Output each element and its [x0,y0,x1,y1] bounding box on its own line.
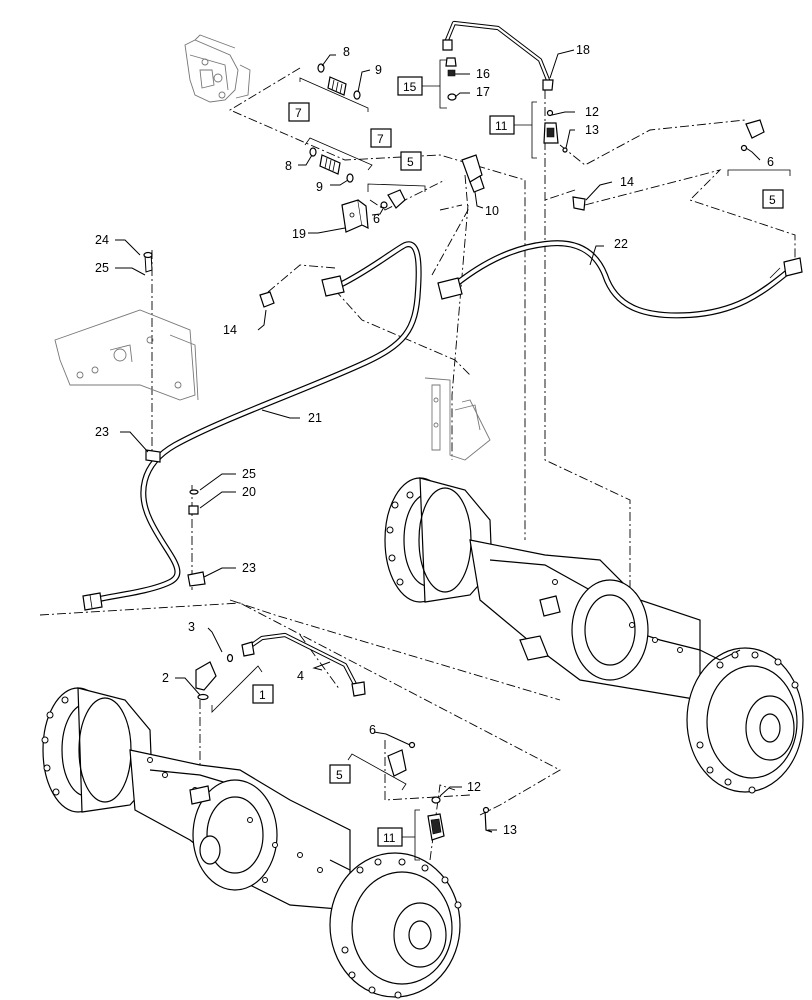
mounting-plate [54,309,199,401]
brake-valve-block [184,34,251,103]
callout-14-left: 14 [223,323,237,337]
brake-tube-18 [442,20,554,91]
callout-8-top: 8 [343,45,350,59]
callout-2: 2 [162,671,169,685]
front-fittings-5-6 [347,741,416,791]
callout-10: 10 [485,204,499,218]
callout-23-upper: 23 [95,425,109,439]
box-11-front: 11 [383,831,396,845]
boxed-callouts: 7 7 5 15 11 5 1 5 11 [252,76,784,847]
callout-14-right: 14 [620,175,634,189]
center-support-bracket [424,377,491,461]
callout-25-top: 25 [95,261,109,275]
clip-23-upper [145,449,161,463]
callout-23-lower: 23 [242,561,256,575]
callout-9-top: 9 [375,63,382,77]
box-7-top: 7 [295,106,302,120]
callout-6-right: 6 [767,155,774,169]
callout-17: 17 [476,85,490,99]
box-1: 1 [259,688,266,702]
callout-12-front: 12 [467,780,481,794]
bolt-24 [143,251,153,273]
rear-axle [384,477,804,794]
front-fittings-11-13 [414,796,493,861]
washer-nut-25-20 [188,489,199,515]
callout-labels: 8 9 8 9 6 10 19 16 17 18 12 13 14 6 22 2… [95,43,774,837]
box-5-front: 5 [336,768,343,782]
box-5-right: 5 [769,193,776,207]
fittings-15-17 [439,57,457,109]
brake-hose-21 [82,241,422,611]
callout-20: 20 [242,485,256,499]
callout-18: 18 [576,43,590,57]
box-11-top: 11 [495,119,508,133]
callout-3: 3 [188,620,195,634]
callout-9-mid: 9 [316,180,323,194]
callout-24: 24 [95,233,109,247]
elbow-6-top-right [727,119,791,176]
callout-12-top: 12 [585,105,599,119]
callout-22: 22 [614,237,628,251]
assembly-centerlines [39,67,796,861]
callout-6-front: 6 [369,723,376,737]
box-5-mid: 5 [407,155,414,169]
callout-leaders [115,49,761,831]
box-15: 15 [403,80,417,94]
brake-hose-22 [437,240,803,319]
front-axle [41,687,462,999]
callout-19: 19 [292,227,306,241]
callout-25-lower: 25 [242,467,256,481]
callout-8-mid: 8 [285,159,292,173]
clip-23-lower [187,571,206,587]
fittings-11-13-top [531,101,568,159]
callout-13-front: 13 [503,823,517,837]
callout-16: 16 [476,67,490,81]
front-fittings-1-4 [195,632,366,713]
callout-13-top: 13 [585,123,599,137]
fittings-group-top-left [259,63,586,308]
callout-6-mid: 6 [373,212,380,226]
box-7-mid: 7 [377,132,384,146]
callout-4: 4 [297,669,304,683]
callout-21: 21 [308,411,322,425]
